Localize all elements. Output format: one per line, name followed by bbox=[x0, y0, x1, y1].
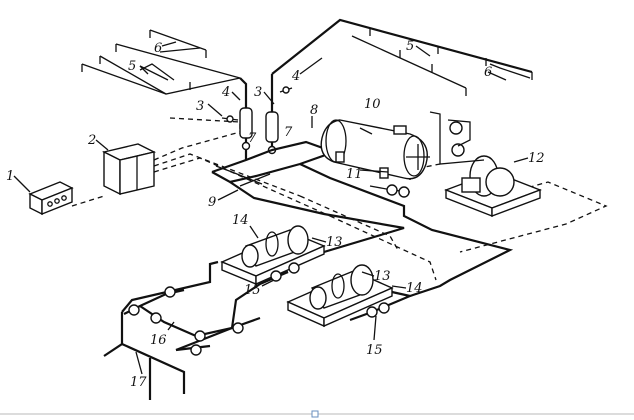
pressure-tank bbox=[320, 119, 430, 180]
label-2: 2 bbox=[87, 133, 96, 148]
sprinkler-grid-left bbox=[81, 29, 241, 95]
label-12: 12 bbox=[528, 151, 545, 166]
image-frame-bottom bbox=[0, 410, 634, 418]
label-7-left: 7 bbox=[248, 131, 257, 146]
label-13-lower: 13 bbox=[374, 269, 391, 284]
label-1: 1 bbox=[6, 169, 14, 184]
tank-valve bbox=[369, 184, 411, 198]
label-4-left: 4 bbox=[221, 85, 230, 100]
label-15-lower: 15 bbox=[366, 343, 383, 358]
label-4-right: 4 bbox=[291, 69, 300, 84]
label-8: 8 bbox=[310, 103, 318, 118]
air-compressor bbox=[429, 111, 542, 218]
suction-pipes bbox=[103, 312, 186, 400]
label-13-upper: 13 bbox=[326, 235, 343, 250]
callout-labels: 1 2 3 3 4 4 5 5 6 6 7 7 8 9 10 11 12 13 … bbox=[6, 39, 545, 390]
label-3-right: 3 bbox=[254, 85, 262, 100]
label-10: 10 bbox=[364, 97, 381, 112]
electrical-cabinet bbox=[101, 143, 157, 196]
label-3-left: 3 bbox=[196, 99, 204, 114]
label-7-right: 7 bbox=[284, 125, 293, 140]
label-6-right: 6 bbox=[484, 65, 492, 80]
sprinkler-grid-right bbox=[271, 18, 533, 96]
label-14-upper: 14 bbox=[232, 213, 249, 228]
resize-handle[interactable] bbox=[311, 410, 319, 418]
leader-lines bbox=[13, 41, 529, 375]
label-11: 11 bbox=[346, 167, 363, 182]
label-14-lower: 14 bbox=[406, 281, 423, 296]
inlet-valve-group bbox=[123, 286, 261, 356]
label-9: 9 bbox=[208, 195, 216, 210]
label-5-right: 5 bbox=[406, 39, 414, 54]
label-17: 17 bbox=[130, 375, 147, 390]
fire-pump-lower bbox=[286, 264, 414, 328]
pump-check-valves bbox=[121, 260, 390, 352]
label-15-upper: 15 bbox=[244, 283, 261, 298]
label-6-left: 6 bbox=[154, 41, 162, 56]
label-16: 16 bbox=[150, 333, 167, 348]
control-panel bbox=[28, 181, 74, 216]
label-5-left: 5 bbox=[128, 59, 136, 74]
control-signal-lines bbox=[71, 117, 608, 281]
riser-pipes bbox=[221, 74, 293, 160]
